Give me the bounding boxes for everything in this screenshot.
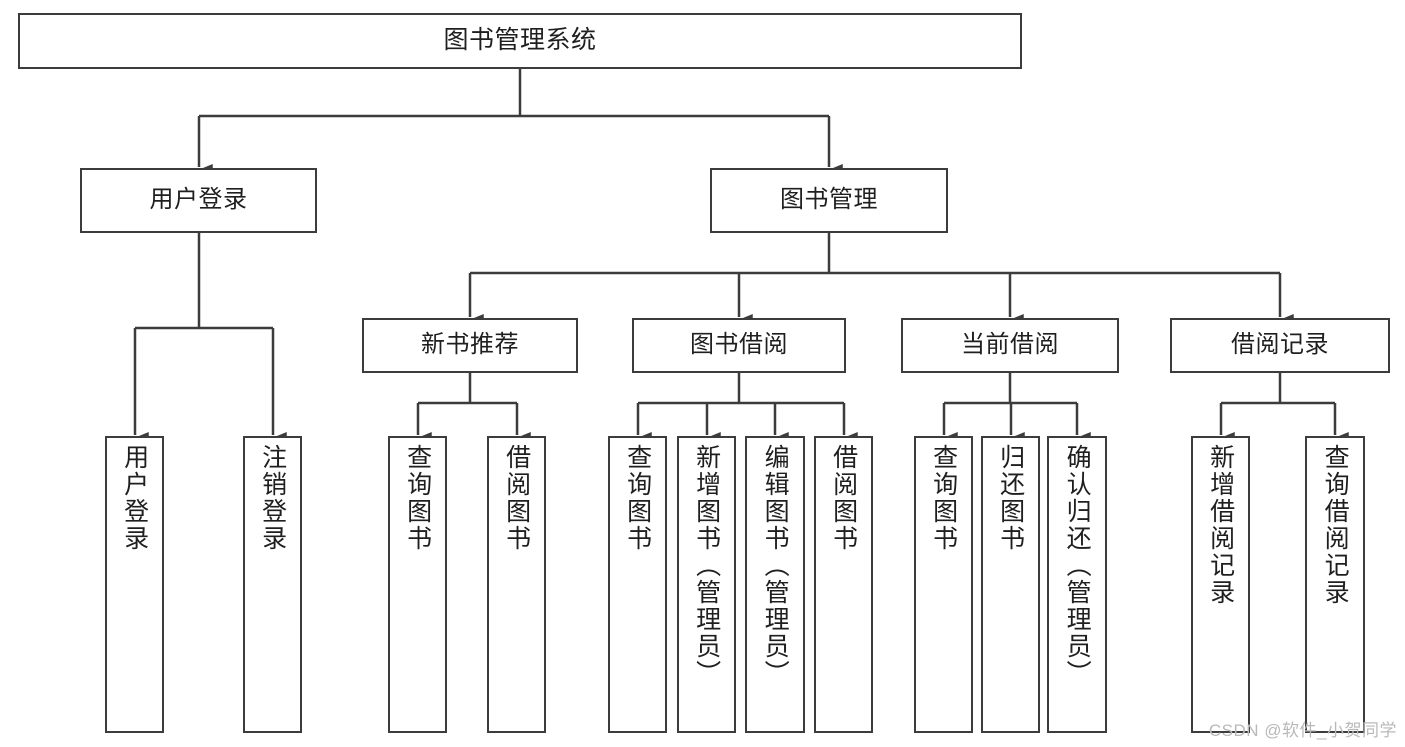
node-l_editbook[interactable]: 编辑图书（管理员） xyxy=(745,436,805,733)
node-label: 查询图书 xyxy=(403,444,432,552)
node-l_qbook2[interactable]: 查询图书 xyxy=(608,436,667,733)
node-l_logout[interactable]: 注销登录 xyxy=(243,436,302,733)
node-label: 借阅记录 xyxy=(1231,331,1329,359)
node-label: 借阅图书 xyxy=(829,444,858,552)
watermark: CSDN @软件_小贺同学 xyxy=(1208,721,1397,740)
node-label: 查询借阅记录 xyxy=(1321,444,1350,606)
node-label: 借阅图书 xyxy=(502,444,531,552)
node-l_addrec[interactable]: 新增借阅记录 xyxy=(1191,436,1250,733)
node-label: 编辑图书（管理员） xyxy=(761,444,790,687)
node-l_confirm[interactable]: 确认归还（管理员） xyxy=(1047,436,1107,733)
node-label: 注销登录 xyxy=(258,444,287,552)
node-label: 查询图书 xyxy=(929,444,958,552)
node-l_bbook2[interactable]: 借阅图书 xyxy=(814,436,873,733)
node-label: 用户登录 xyxy=(120,444,149,552)
node-label: 查询图书 xyxy=(623,444,652,552)
node-label: 图书管理 xyxy=(780,186,878,214)
node-label: 当前借阅 xyxy=(961,331,1059,359)
node-label: 新书推荐 xyxy=(421,331,519,359)
node-l_return[interactable]: 归还图书 xyxy=(981,436,1040,733)
node-root[interactable]: 图书管理系统 xyxy=(18,13,1022,69)
node-label: 新增图书（管理员） xyxy=(692,444,721,687)
node-current[interactable]: 当前借阅 xyxy=(901,318,1119,373)
node-label: 新增借阅记录 xyxy=(1206,444,1235,606)
node-l_qbook1[interactable]: 查询图书 xyxy=(388,436,447,733)
node-l_qbook3[interactable]: 查询图书 xyxy=(914,436,973,733)
node-bookmgmt[interactable]: 图书管理 xyxy=(710,168,948,233)
node-l_qrec[interactable]: 查询借阅记录 xyxy=(1305,436,1365,733)
node-records[interactable]: 借阅记录 xyxy=(1170,318,1390,373)
node-login[interactable]: 用户登录 xyxy=(80,168,317,233)
node-label: 确认归还（管理员） xyxy=(1063,444,1092,687)
node-borrow[interactable]: 图书借阅 xyxy=(632,318,846,373)
node-label: 归还图书 xyxy=(996,444,1025,552)
node-l_bbook1[interactable]: 借阅图书 xyxy=(487,436,546,733)
node-label: 图书管理系统 xyxy=(443,26,597,55)
node-l_addbook[interactable]: 新增图书（管理员） xyxy=(677,436,736,733)
node-l_login[interactable]: 用户登录 xyxy=(105,436,164,733)
node-label: 用户登录 xyxy=(149,186,248,214)
node-newbook[interactable]: 新书推荐 xyxy=(362,318,578,373)
node-label: 图书借阅 xyxy=(690,331,788,359)
